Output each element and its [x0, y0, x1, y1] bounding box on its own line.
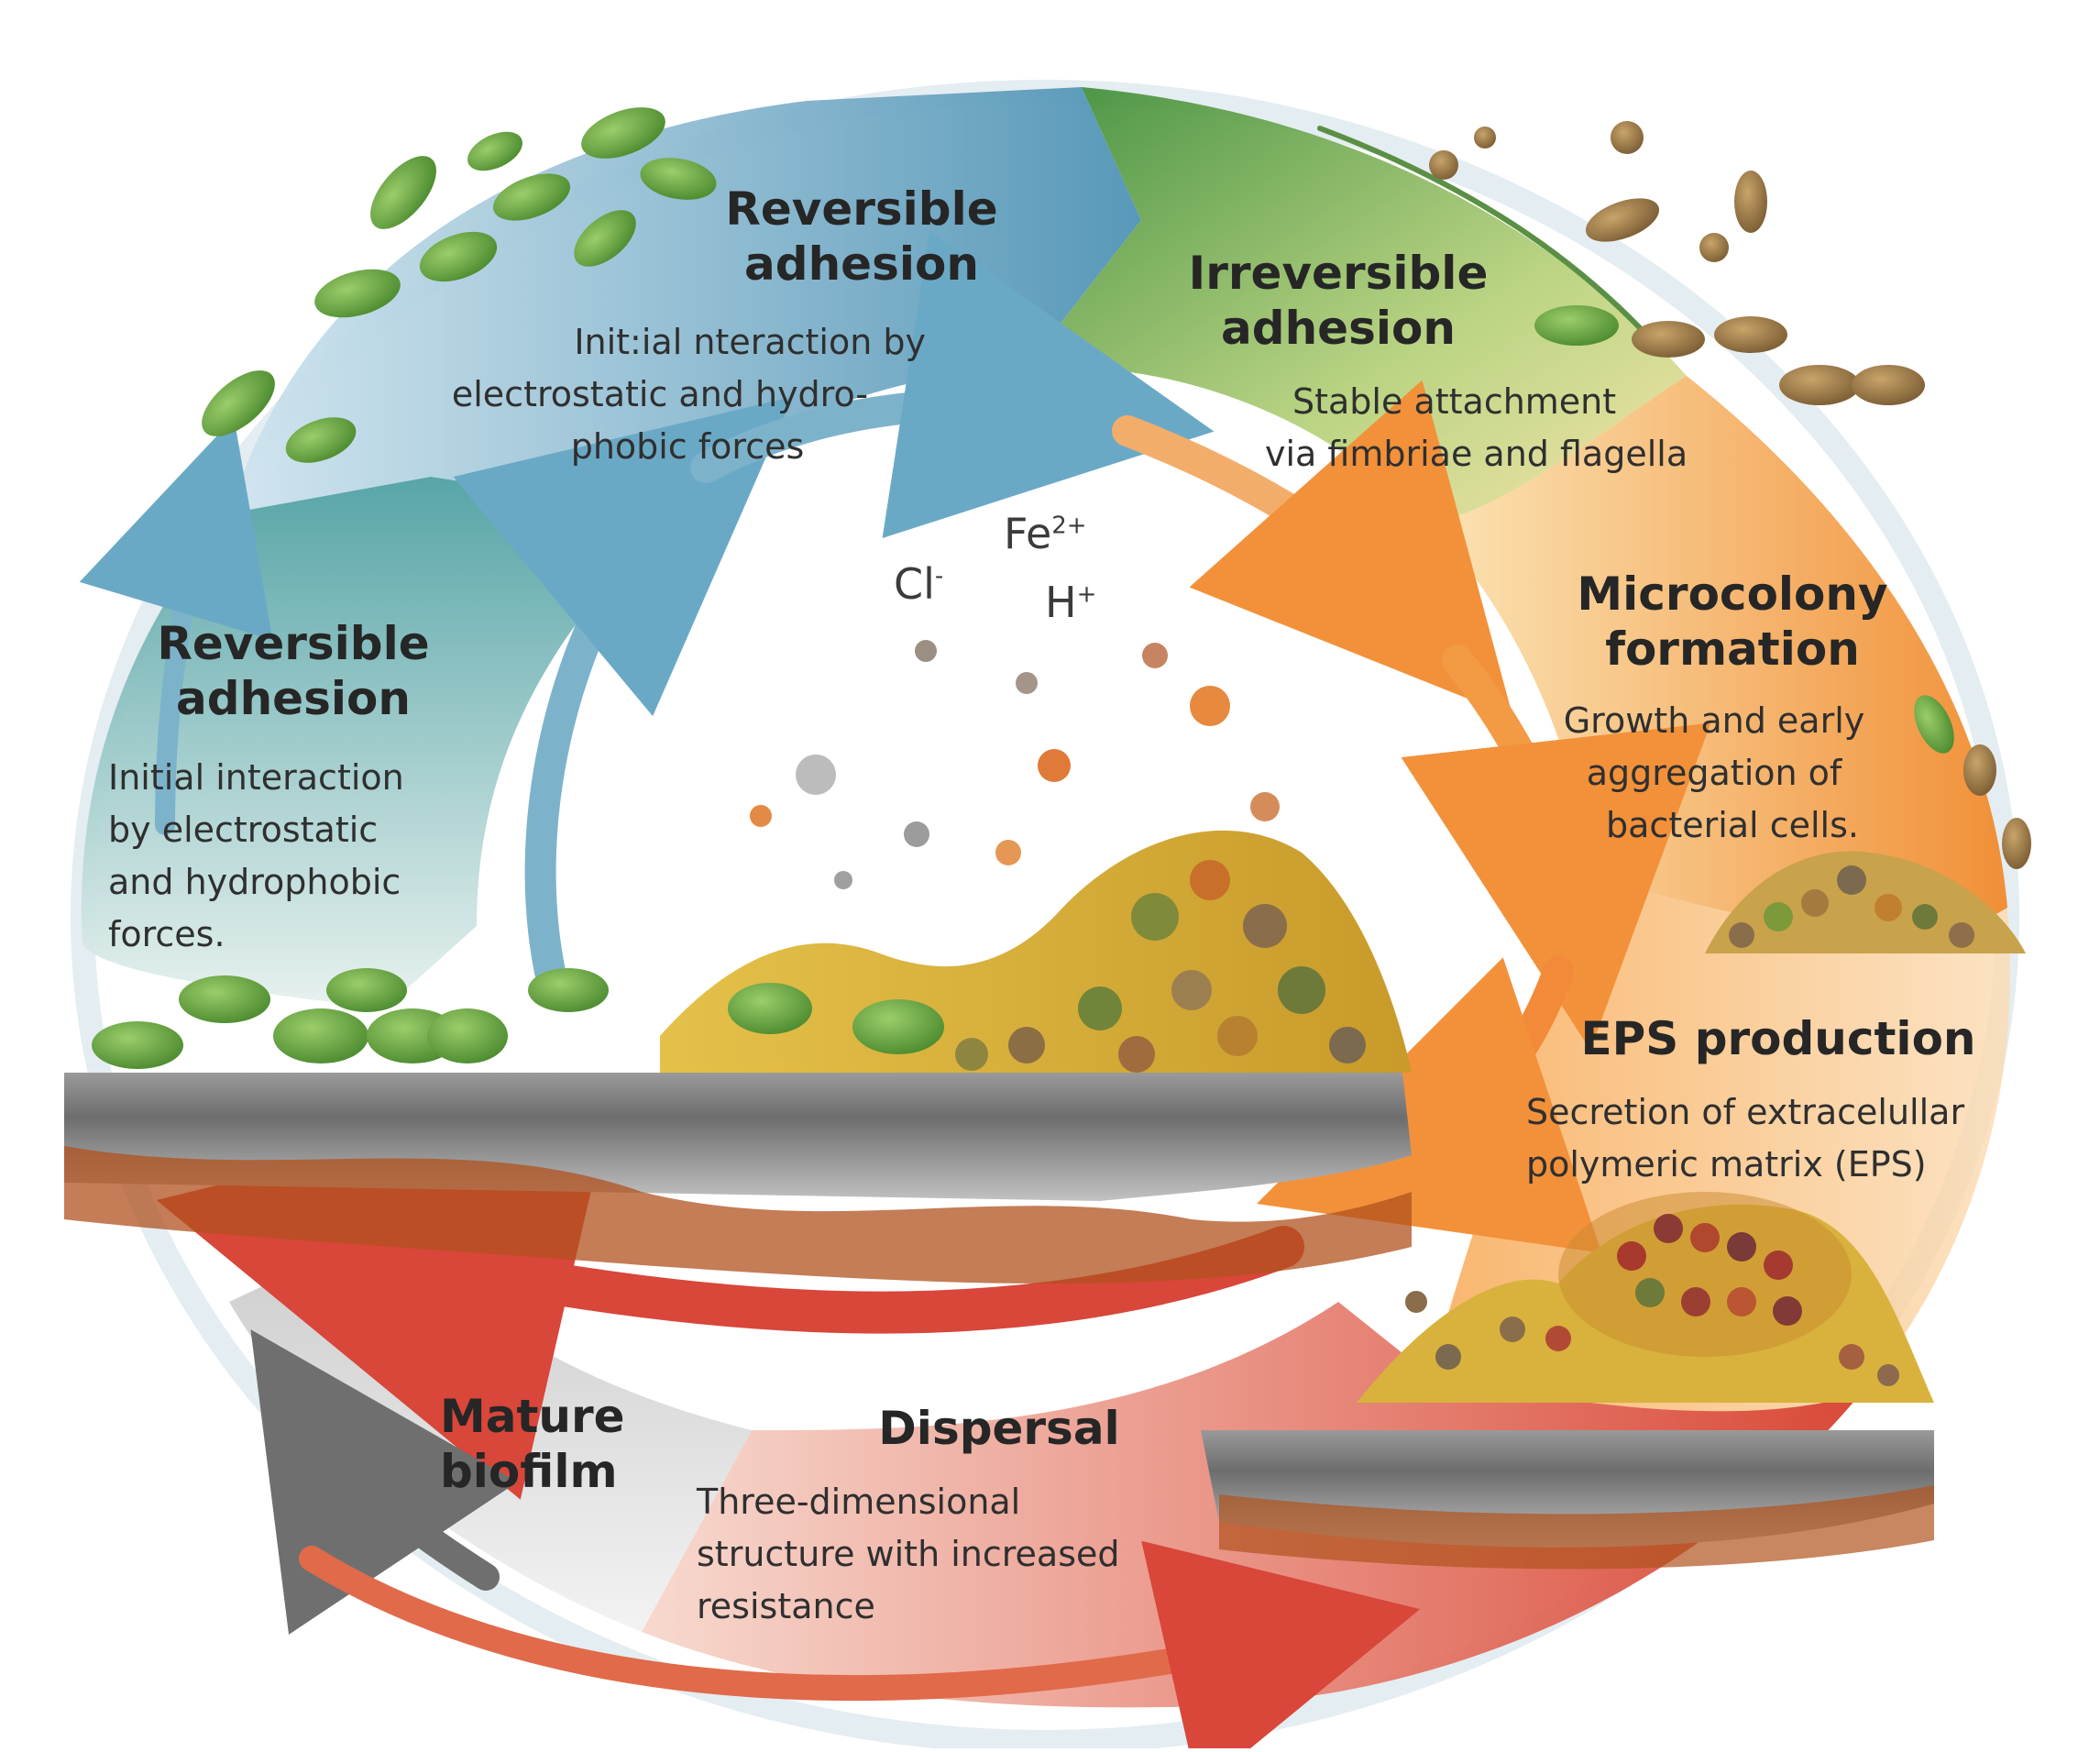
- stage-description-reversible-left: Initial interaction by electrostatic and…: [108, 752, 493, 961]
- stage-description-irreversible: Stable attachment via fimbriae and flage…: [1265, 376, 1778, 480]
- stage-description-reversible-top: Init:ial nteraction by electrostatic and…: [367, 316, 953, 473]
- stage-title: formation: [1549, 622, 1916, 677]
- bacteria-left-surface: [92, 968, 609, 1069]
- stage-reversible-left: Reversible adhesion: [156, 616, 431, 726]
- chloride-ion-label: Cl-: [894, 559, 943, 609]
- stage-microcolony: Microcolony formation: [1549, 567, 1916, 677]
- stage-title: Reversible: [156, 616, 431, 671]
- hydrogen-ion-label: H+: [1045, 578, 1096, 627]
- stage-title: Irreversible: [1146, 246, 1531, 301]
- stage-description-dispersal: Three-dimensional structure with increas…: [697, 1476, 1210, 1633]
- stage-title: adhesion: [156, 671, 431, 726]
- stage-title: EPS production: [1558, 1011, 1998, 1066]
- stage-title: Microcolony: [1549, 567, 1916, 622]
- stage-reversible-top: Reversible adhesion: [715, 182, 1008, 292]
- stage-eps: EPS production: [1558, 1011, 1998, 1066]
- stage-description-eps: Secretion of extracelullar polymeric mat…: [1526, 1086, 2040, 1191]
- stage-description-microcolony: Growth and early aggregation of bacteria…: [1503, 695, 1925, 852]
- stage-title: biofilm: [440, 1444, 660, 1499]
- stage-title: adhesion: [715, 237, 1008, 292]
- stage-title: Reversible: [715, 182, 1008, 237]
- iron-ion-label: Fe2+: [1004, 509, 1087, 558]
- stage-title: Mature: [440, 1389, 660, 1444]
- stage-title: adhesion: [1146, 301, 1531, 356]
- stage-dispersal: Dispersal: [852, 1401, 1146, 1456]
- stage-irreversible: Irreversible adhesion: [1146, 246, 1531, 356]
- stage-mature: Mature biofilm: [440, 1389, 660, 1499]
- stage-title: Dispersal: [852, 1401, 1146, 1456]
